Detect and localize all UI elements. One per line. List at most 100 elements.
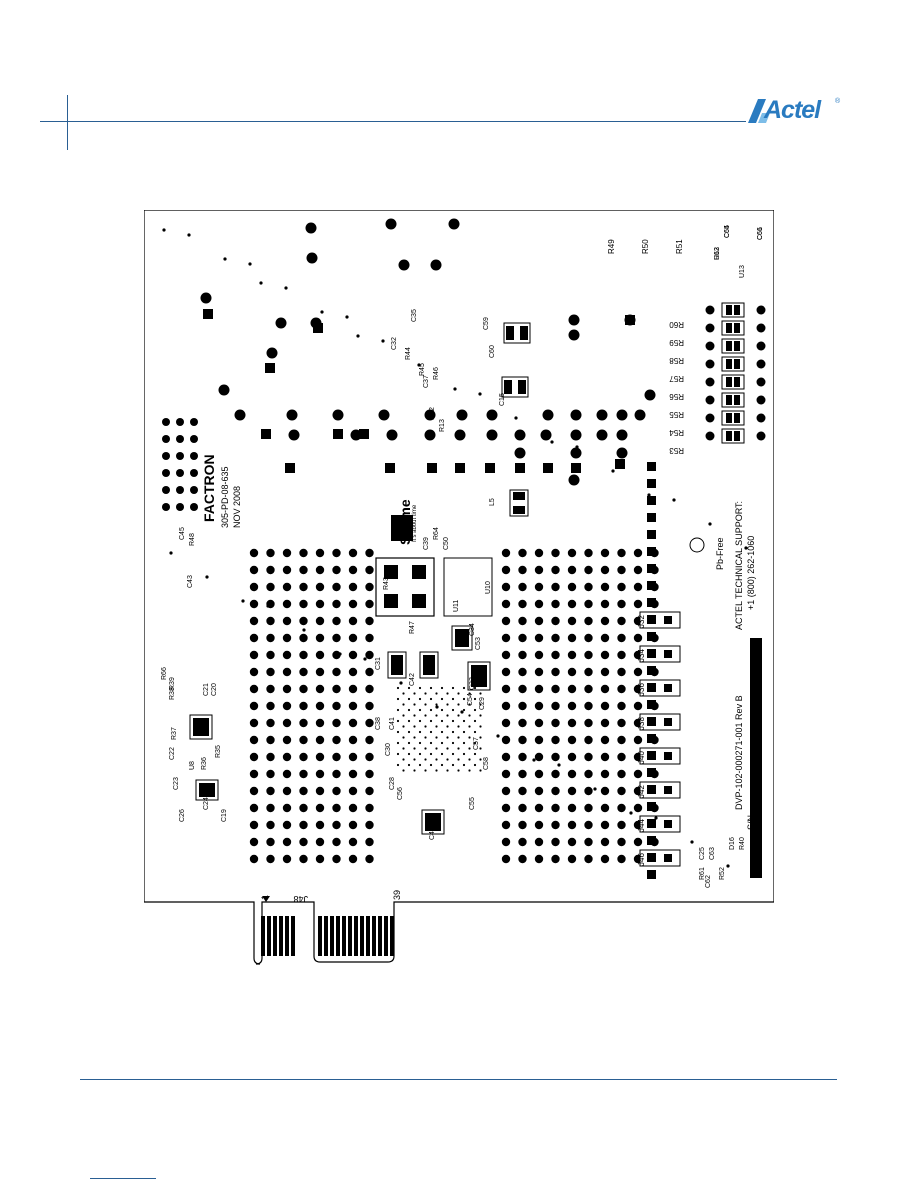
- via: [249, 820, 259, 830]
- bga-ball: [446, 769, 449, 772]
- via: [299, 565, 308, 575]
- via: [282, 769, 292, 779]
- fab-date: NOV 2008: [232, 486, 242, 528]
- via: [756, 323, 766, 333]
- resistor-pad-fill: [726, 395, 732, 405]
- large-via: [385, 218, 397, 230]
- via: [249, 548, 259, 558]
- small-via: [514, 416, 518, 420]
- via: [534, 735, 544, 745]
- via: [501, 786, 511, 796]
- via: [190, 469, 198, 477]
- bga-ball: [424, 692, 427, 695]
- ref-label-r48: R48: [189, 533, 196, 546]
- ref-label-c39: C39: [423, 537, 430, 550]
- ref-label-c22: C22: [169, 747, 176, 760]
- bga-ball: [440, 752, 444, 756]
- ref-label-u11: U11: [453, 600, 460, 612]
- via: [249, 803, 259, 813]
- via: [282, 565, 292, 575]
- ref-label-c60: C60: [489, 345, 496, 358]
- square-pad: [543, 463, 553, 473]
- via: [162, 452, 170, 460]
- ref-label-c61: C61: [757, 227, 764, 240]
- via: [600, 582, 610, 592]
- via: [600, 599, 610, 609]
- via: [705, 323, 715, 333]
- via: [584, 650, 593, 660]
- via: [249, 718, 259, 728]
- via: [756, 341, 766, 351]
- large-via: [596, 429, 608, 441]
- pcb-silkscreen-drawing: FACTRON 305-PD-08-635 NOV 2008 SiTime It…: [144, 210, 774, 965]
- via: [501, 718, 511, 728]
- resistor-pad-fill: [726, 323, 732, 333]
- via: [633, 667, 643, 677]
- via: [365, 548, 374, 558]
- edge-finger: [267, 916, 271, 956]
- small-via: [593, 787, 597, 791]
- via: [633, 701, 643, 711]
- ref-label-r43: R43: [383, 577, 390, 590]
- ref-label-c50: C50: [443, 537, 450, 550]
- via: [534, 854, 544, 864]
- via: [567, 786, 577, 796]
- square-pad: [485, 463, 495, 473]
- via: [315, 684, 325, 694]
- via: [551, 667, 560, 677]
- resistor-label-r51: R51: [675, 239, 684, 254]
- large-via: [430, 259, 442, 271]
- via: [617, 582, 626, 592]
- via: [534, 616, 544, 626]
- crop-mark-vertical: [67, 95, 68, 150]
- resistor-label-r59: R59: [669, 338, 684, 347]
- via: [249, 599, 259, 609]
- ref-label-c65: C65: [724, 225, 731, 238]
- jumper-outline: [639, 611, 681, 629]
- bga-ball: [446, 703, 449, 706]
- via: [633, 735, 643, 745]
- via: [584, 565, 593, 575]
- resistor-label-r60: R60: [669, 320, 684, 329]
- ref-label-c33: C33: [469, 677, 476, 690]
- edge-finger: [273, 916, 277, 956]
- square-pad: [625, 315, 635, 325]
- edge-finger: [261, 916, 265, 956]
- square-pad: [615, 459, 625, 469]
- via: [315, 667, 325, 677]
- via: [551, 769, 560, 779]
- via: [365, 854, 374, 864]
- via: [266, 684, 275, 694]
- via: [518, 599, 527, 609]
- bga-ball: [402, 736, 405, 739]
- ref-label-c38: C38: [375, 717, 382, 730]
- board-outline: [144, 210, 774, 965]
- via-grid: [162, 418, 659, 864]
- bga-ball: [396, 697, 400, 701]
- via: [600, 735, 610, 745]
- jumper-label-j36: J36: [637, 683, 646, 696]
- via: [299, 837, 308, 847]
- via: [282, 633, 292, 643]
- resistor-pad-fill: [726, 359, 732, 369]
- via: [600, 752, 610, 762]
- via: [176, 486, 184, 494]
- via: [551, 735, 560, 745]
- via: [633, 599, 643, 609]
- via: [365, 769, 374, 779]
- sitime-logo: SiTime: [397, 499, 413, 545]
- via: [518, 701, 527, 711]
- large-via: [218, 384, 230, 396]
- ref-label-c40: C40: [429, 827, 436, 840]
- bga-ball: [457, 758, 460, 761]
- ref-label-r64: R64: [433, 527, 440, 540]
- jumper-label-j46: J46: [637, 853, 646, 866]
- large-via: [568, 329, 580, 341]
- edge-finger: [324, 916, 328, 956]
- bga-ball: [457, 703, 460, 706]
- via: [617, 718, 626, 728]
- via: [551, 803, 560, 813]
- bga-ball: [435, 703, 438, 706]
- bga-ball: [468, 692, 471, 695]
- via: [501, 667, 511, 677]
